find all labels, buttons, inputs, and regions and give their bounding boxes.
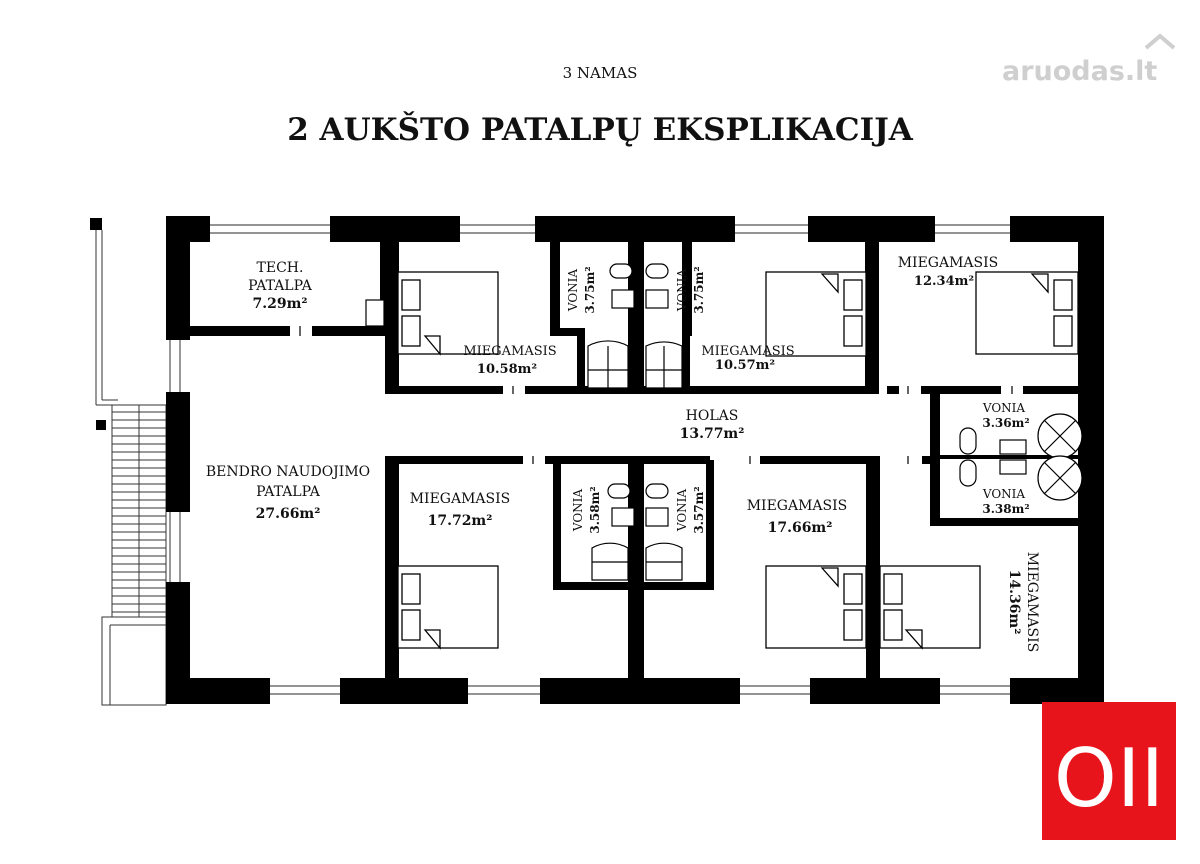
room-name: TECH.	[257, 260, 304, 276]
room-name: MIEGAMASIS	[410, 491, 511, 507]
room-area: 3.58m²	[588, 486, 602, 533]
page-subtitle: 3 NAMAS	[563, 64, 638, 82]
room-hall: HOLAS 13.77m²	[680, 408, 745, 442]
bed-icon	[397, 565, 499, 650]
bed-icon	[765, 271, 867, 357]
room-name: MIEGAMASIS	[747, 498, 848, 514]
room-area: 3.38m²	[982, 502, 1029, 516]
bed-icon	[397, 271, 499, 356]
bed-icon	[975, 271, 1079, 355]
stair-area	[90, 218, 167, 706]
room-area: 10.57m²	[715, 358, 775, 373]
room-name: VONIA	[982, 401, 1026, 415]
room-bedroom-s2: MIEGAMASIS 17.66m²	[747, 498, 848, 536]
room-name: MIEGAMASIS	[701, 344, 794, 359]
room-bath-e1: VONIA 3.36m²	[982, 401, 1030, 430]
room-name: PATALPA	[256, 484, 321, 500]
room-area: 17.66m²	[768, 520, 833, 536]
room-bedroom-nw1: MIEGAMASIS 10.58m²	[463, 344, 556, 377]
room-area: 3.36m²	[982, 416, 1029, 430]
room-area: 13.77m²	[680, 426, 745, 442]
room-common: BENDRO NAUDOJIMO PATALPA 27.66m²	[206, 464, 370, 522]
room-area: 27.66m²	[256, 506, 321, 522]
room-area: 3.75m²	[692, 266, 706, 313]
room-name: VONIA	[675, 269, 689, 313]
bed-icon	[879, 565, 981, 650]
room-bath-s2: VONIA 3.57m²	[675, 486, 706, 533]
watermark-logo: aruodas.lt	[1002, 33, 1176, 87]
room-name: MIEGAMASIS	[1024, 552, 1040, 653]
room-bath-e2: VONIA 3.38m²	[982, 487, 1030, 516]
brand-badge: OII	[1042, 702, 1176, 840]
room-bedroom-ne: MIEGAMASIS 12.34m²	[898, 255, 999, 289]
room-area: 3.57m²	[692, 486, 706, 533]
bed-icon	[765, 565, 867, 649]
room-name: VONIA	[571, 489, 585, 533]
room-area: 14.36m²	[1006, 570, 1022, 635]
room-name: VONIA	[675, 489, 689, 533]
badge-background	[1042, 702, 1176, 840]
door-marks	[299, 299, 1013, 516]
room-name: VONIA	[982, 487, 1026, 501]
room-bath-n2: VONIA 3.75m²	[675, 266, 706, 313]
room-area: 10.58m²	[477, 362, 537, 377]
house-icon	[1144, 33, 1176, 50]
room-bath-n1: VONIA 3.75m²	[566, 266, 597, 313]
room-area: 7.29m²	[252, 296, 307, 312]
badge-logo-text: OII	[1054, 732, 1164, 825]
room-bath-s1: VONIA 3.58m²	[571, 486, 602, 533]
windows	[169, 224, 1010, 695]
room-area: 17.72m²	[428, 513, 493, 529]
page-title: 2 AUKŠTO PATALPŲ EKSPLIKACIJA	[287, 110, 914, 148]
room-name: BENDRO NAUDOJIMO	[206, 464, 370, 480]
room-area: 12.34m²	[914, 274, 974, 289]
bathroom-fixtures	[365, 263, 1083, 581]
room-name: VONIA	[566, 269, 580, 313]
room-name: MIEGAMASIS	[463, 344, 556, 359]
watermark-text: aruodas.lt	[1002, 56, 1157, 87]
room-bedroom-nw2: MIEGAMASIS 10.57m²	[701, 344, 794, 373]
room-name: PATALPA	[248, 278, 313, 294]
room-name: HOLAS	[686, 408, 739, 424]
walls	[166, 216, 1104, 704]
room-bedroom-s1: MIEGAMASIS 17.72m²	[410, 491, 511, 529]
room-tech: TECH. PATALPA 7.29m²	[248, 260, 313, 312]
room-name: MIEGAMASIS	[898, 255, 999, 271]
room-bedroom-se: MIEGAMASIS 14.36m²	[1006, 552, 1040, 653]
room-area: 3.75m²	[583, 266, 597, 313]
